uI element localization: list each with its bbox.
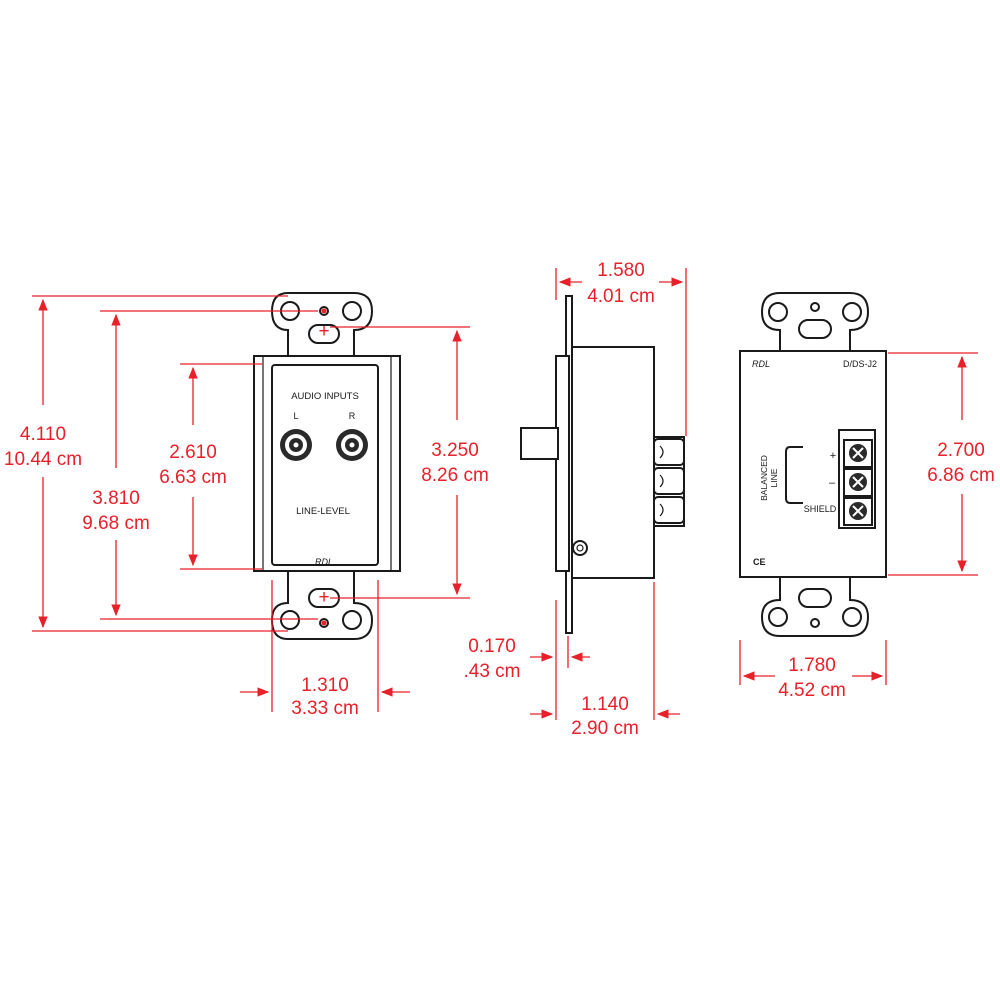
front-line-level-label: LINE-LEVEL: [296, 506, 350, 517]
front-view: AUDIO INPUTS L R LINE-LEVEL RDL + +: [253, 292, 401, 640]
dim-flange-in: 0.170: [468, 636, 516, 657]
dim-body-depth-cm: 2.90 cm: [571, 718, 639, 739]
rear-terminal-block-icon: [838, 429, 876, 529]
rear-view: RDL D/DS-J2 CE BALANCED LINE + – SHIELD: [739, 292, 887, 637]
front-brand-label: RDL: [315, 557, 333, 567]
side-body: [571, 346, 655, 579]
dim-mount-spacing-cm: 9.68 cm: [82, 513, 150, 534]
rear-top-center-hole-icon: [810, 302, 820, 312]
dim-overall-height-in: 4.110: [20, 424, 66, 445]
rear-minus-label: –: [829, 477, 836, 489]
svg-text:+: +: [318, 587, 329, 608]
front-left-channel-label: L: [293, 411, 298, 421]
rear-model-label: D/DS-J2: [843, 359, 877, 369]
dim-faceplate-height-in: 2.610: [169, 442, 217, 463]
dim-body-depth-in: 1.140: [581, 694, 629, 715]
dim-mount-spacing-in: 3.810: [92, 488, 140, 509]
front-dimensions: 4.110 10.44 cm 3.810 9.68 cm 2.610 6.63 …: [4, 295, 489, 719]
dim-faceplate-width-in: 1.310: [301, 675, 349, 696]
dim-faceplate-width-cm: 3.33 cm: [291, 698, 359, 719]
rear-plus-label: +: [830, 450, 836, 462]
front-bottom-screw-hole-right-icon: [342, 610, 362, 630]
dim-rear-height-cm: 6.86 cm: [927, 465, 995, 486]
side-terminal-block-icon: [653, 436, 685, 527]
front-top-screw-hole-right-icon: [342, 301, 362, 321]
rear-balanced-label: BALANCED: [759, 455, 769, 501]
dim-rear-width-cm: 4.52 cm: [778, 680, 846, 701]
side-view: [520, 295, 685, 634]
dim-body-height-in: 3.250: [431, 440, 479, 461]
front-top-slot-icon: [308, 324, 340, 344]
rear-bottom-slot-icon: [798, 588, 832, 608]
dim-body-height-cm: 8.26 cm: [421, 465, 489, 486]
front-faceplate: [271, 364, 379, 566]
side-dimensions: 1.580 4.01 cm 0.170 .43 cm 1.140 2.90 cm: [463, 260, 687, 739]
rear-dimensions: 2.700 6.86 cm 1.780 4.52 cm: [739, 352, 995, 701]
dim-flange-cm: .43 cm: [463, 661, 520, 682]
dim-depth-overall-cm: 4.01 cm: [587, 286, 655, 307]
rear-brand-label: RDL: [752, 359, 770, 369]
rca-jack-left-icon: [280, 429, 312, 461]
rear-top-screw-hole-left-icon: [768, 302, 788, 322]
rear-bottom-screw-hole-right-icon: [842, 607, 862, 627]
dim-depth-overall-in: 1.580: [597, 260, 645, 281]
side-screw-icon: [572, 540, 588, 556]
dim-rear-width-in: 1.780: [788, 655, 836, 676]
dim-rear-height-in: 2.700: [937, 440, 985, 461]
side-rca-jack-profile: [520, 427, 559, 460]
svg-text:+: +: [318, 321, 329, 342]
side-faceplate-edge: [555, 355, 570, 572]
rear-top-screw-hole-right-icon: [842, 302, 862, 322]
rear-bottom-screw-hole-left-icon: [768, 607, 788, 627]
rear-bottom-center-hole-icon: [810, 618, 820, 628]
rear-line-label: LINE: [769, 468, 779, 487]
dim-overall-height-cm: 10.44 cm: [4, 449, 82, 470]
front-bottom-screw-hole-left-icon: [280, 610, 300, 630]
rear-top-slot-icon: [798, 319, 832, 339]
rca-jack-right-icon: [336, 429, 368, 461]
rear-shield-label: SHIELD: [804, 504, 837, 514]
rear-ce-mark: CE: [753, 557, 766, 567]
front-audio-inputs-label: AUDIO INPUTS: [291, 391, 359, 402]
dim-faceplate-height-cm: 6.63 cm: [159, 467, 227, 488]
front-right-channel-label: R: [349, 411, 356, 421]
